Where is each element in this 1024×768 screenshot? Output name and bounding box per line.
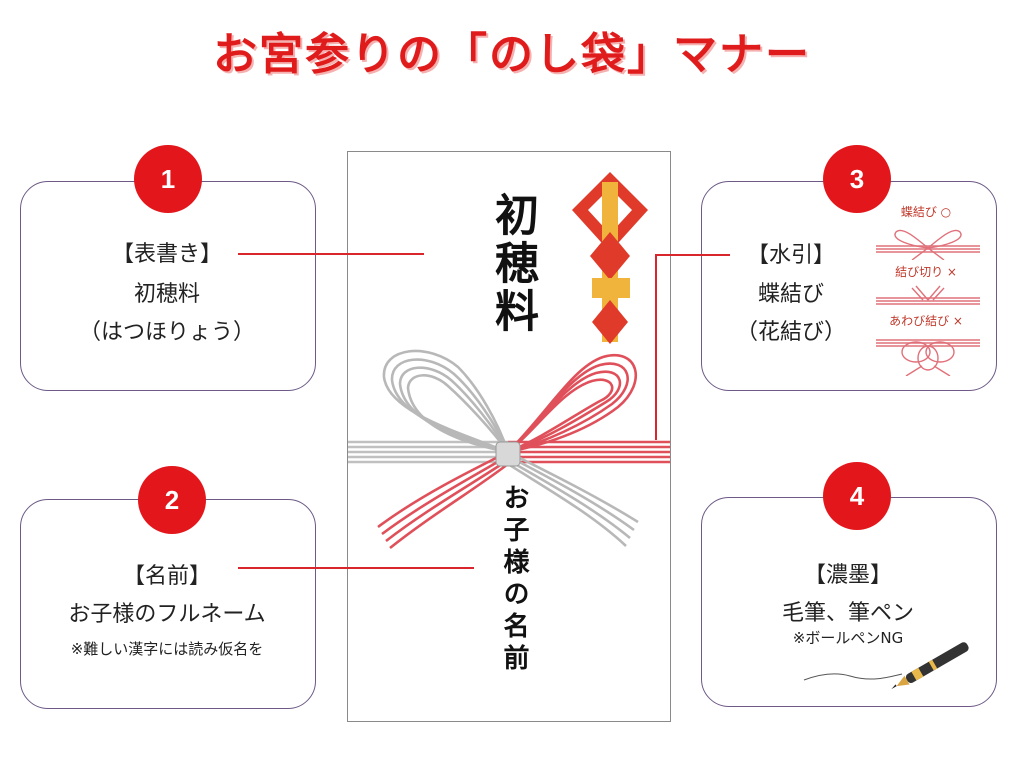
brush-pen-icon: [803, 642, 969, 690]
sender-name-text: お子様の名前: [499, 484, 529, 676]
noshi-envelope: 初穂料 お子様の名前: [347, 151, 671, 722]
card-3-heading: 【水引】: [746, 243, 835, 268]
connector-line-2: [238, 567, 474, 569]
number-badge-4: 4: [823, 462, 891, 530]
connector-line-3-horizontal: [656, 254, 730, 256]
card-2-line1: お子様のフルネーム: [68, 602, 266, 627]
card-mizuhiki: [701, 181, 997, 391]
card-1-heading: 【表書き】: [111, 242, 222, 267]
card-2-note: ※難しい漢字には読み仮名を: [70, 640, 264, 658]
noshi-envelope-graphic: [348, 172, 670, 550]
page-title: お宮参りの「のし袋」マナー: [213, 29, 811, 80]
number-badge-2: 2: [138, 466, 206, 534]
card-1-line2: （はつほりょう）: [78, 320, 255, 345]
awabi-musubi-icon: [876, 339, 980, 376]
musubi-kiri-icon: [876, 285, 980, 305]
knot-label-musubi-kiri: 結び切り ×: [895, 265, 957, 279]
number-badge-3: 3: [823, 145, 891, 213]
omote-gaki-text: 初穂料: [487, 192, 538, 336]
card-3-line2: （花結び）: [735, 320, 846, 345]
card-4-heading: 【濃墨】: [803, 563, 892, 588]
knot-label-awabi-musubi: あわび結び ×: [889, 314, 963, 328]
number-badge-1: 1: [134, 145, 202, 213]
chou-musubi-icon: [876, 229, 980, 260]
card-3-line1: 蝶結び: [757, 282, 824, 307]
mizuhiki-bow-red: [377, 354, 637, 550]
knot-label-chou-musubi: 蝶結び ○: [900, 205, 952, 219]
card-1-line1: 初穂料: [133, 282, 200, 307]
card-name: [20, 499, 316, 709]
mizuhiki-bow-silver: [382, 349, 639, 547]
card-koi-sumi: [701, 497, 997, 707]
mizuhiki-knot: [495, 441, 521, 467]
card-2-heading: 【名前】: [122, 564, 211, 589]
noshi-ornament: [572, 172, 648, 344]
card-4-note: ※ボールペンNG: [792, 629, 904, 647]
card-4-line1: 毛筆、筆ペン: [781, 601, 914, 626]
connector-line-1: [238, 253, 424, 255]
connector-line-3-vertical: [655, 254, 657, 440]
